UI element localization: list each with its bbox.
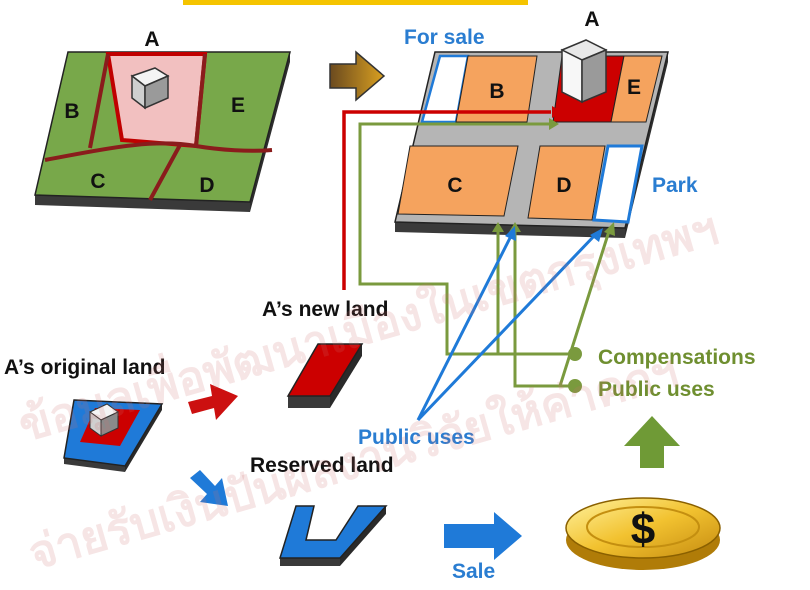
before-plot-c-label: C: [90, 170, 105, 193]
flow-lines: [342, 106, 615, 422]
transform-arrow-icon: [329, 50, 386, 102]
before-plot-e-label: E: [231, 94, 245, 117]
before-plot-a-label: A: [144, 28, 159, 51]
house-icon: [130, 67, 170, 110]
before-map: A B E C D: [34, 28, 291, 212]
after-plot-e-label: E: [627, 76, 641, 99]
new-land-label: A’s new land: [262, 298, 388, 321]
original-land-block: [63, 399, 164, 472]
red-arrow-icon: [188, 384, 238, 420]
after-plot-c-label: C: [447, 174, 462, 197]
green-up-arrow-icon: [624, 416, 680, 468]
blue-arrow-down-icon: [190, 470, 228, 506]
public-uses-label: Public uses: [598, 378, 715, 401]
park-label: Park: [652, 174, 698, 197]
after-map: A B E C D For sale Park: [394, 8, 698, 238]
after-plot-a-label: A: [584, 8, 599, 31]
building-icon: [560, 39, 608, 104]
sale-arrow-icon: [444, 512, 522, 560]
new-land-block: [286, 343, 364, 408]
top-banner: [183, 0, 528, 5]
reserved-land-block: [278, 505, 388, 566]
coin-symbol: $: [631, 505, 655, 554]
before-plot-d-label: D: [199, 174, 214, 197]
after-plot-b-label: B: [489, 80, 504, 103]
sale-label: Sale: [452, 560, 495, 580]
before-plot-b-label: B: [64, 100, 79, 123]
original-land-label: A’s original land: [4, 356, 165, 379]
public-uses-blue-label: Public uses: [358, 426, 475, 449]
for-sale-label: For sale: [404, 26, 485, 49]
coin-icon: $: [565, 497, 721, 570]
compensations-label: Compensations: [598, 346, 756, 369]
after-plot-d-label: D: [556, 174, 571, 197]
reserved-land-label: Reserved land: [250, 454, 394, 477]
